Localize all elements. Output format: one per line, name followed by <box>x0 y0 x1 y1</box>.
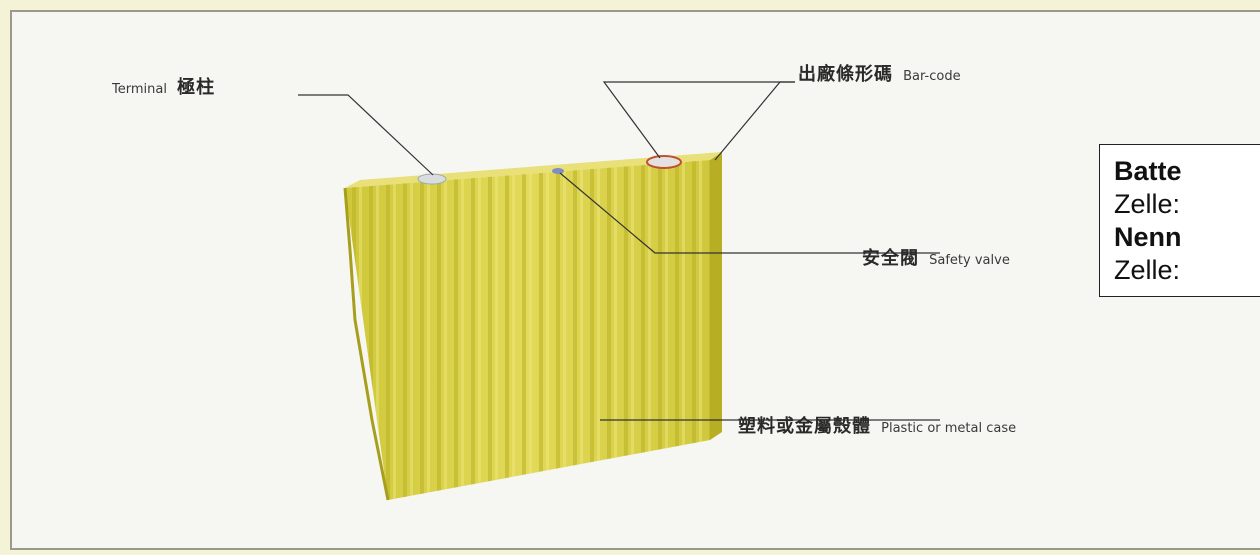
barcode-leader-1 <box>602 81 795 159</box>
terminal-left-icon <box>417 173 447 185</box>
case-label: 塑料或金屬殼體 Plastic or metal case <box>738 412 1016 438</box>
info-line-cell-2: Zelle: <box>1114 255 1181 285</box>
safety-valve-label: 安全閥 Safety valve <box>862 244 1010 270</box>
barcode-label: 出廠條形碼 Bar-code <box>798 60 961 86</box>
terminal-right-icon <box>646 155 682 169</box>
valve-leader <box>559 172 940 254</box>
terminal-label: Terminal 極柱 <box>112 73 215 99</box>
info-line-battery: Batte <box>1114 156 1182 186</box>
terminal-label-en: Terminal <box>112 82 167 97</box>
leader-lines <box>298 81 940 421</box>
barcode-label-en: Bar-code <box>903 69 961 84</box>
safety-valve-label-zh: 安全閥 <box>862 248 919 269</box>
safety-valve-icon <box>552 168 564 174</box>
battery-cell <box>343 152 722 501</box>
case-label-zh: 塑料或金屬殼體 <box>738 416 871 437</box>
barcode-label-zh: 出廠條形碼 <box>798 64 893 85</box>
info-line-cell-1: Zelle: <box>1114 189 1181 219</box>
terminal-leader <box>298 94 434 176</box>
case-label-en: Plastic or metal case <box>881 421 1017 436</box>
barcode-leader-2 <box>714 81 795 161</box>
safety-valve-label-en: Safety valve <box>929 253 1010 268</box>
info-line-nominal: Nenn <box>1114 222 1182 252</box>
cell-left-edge <box>343 187 390 501</box>
terminal-label-zh: 極柱 <box>177 77 216 98</box>
cell-ribs <box>345 160 710 500</box>
cell-side-face <box>710 152 722 440</box>
battery-info-box: Batte Zelle: Nenn Zelle: <box>1099 144 1260 297</box>
